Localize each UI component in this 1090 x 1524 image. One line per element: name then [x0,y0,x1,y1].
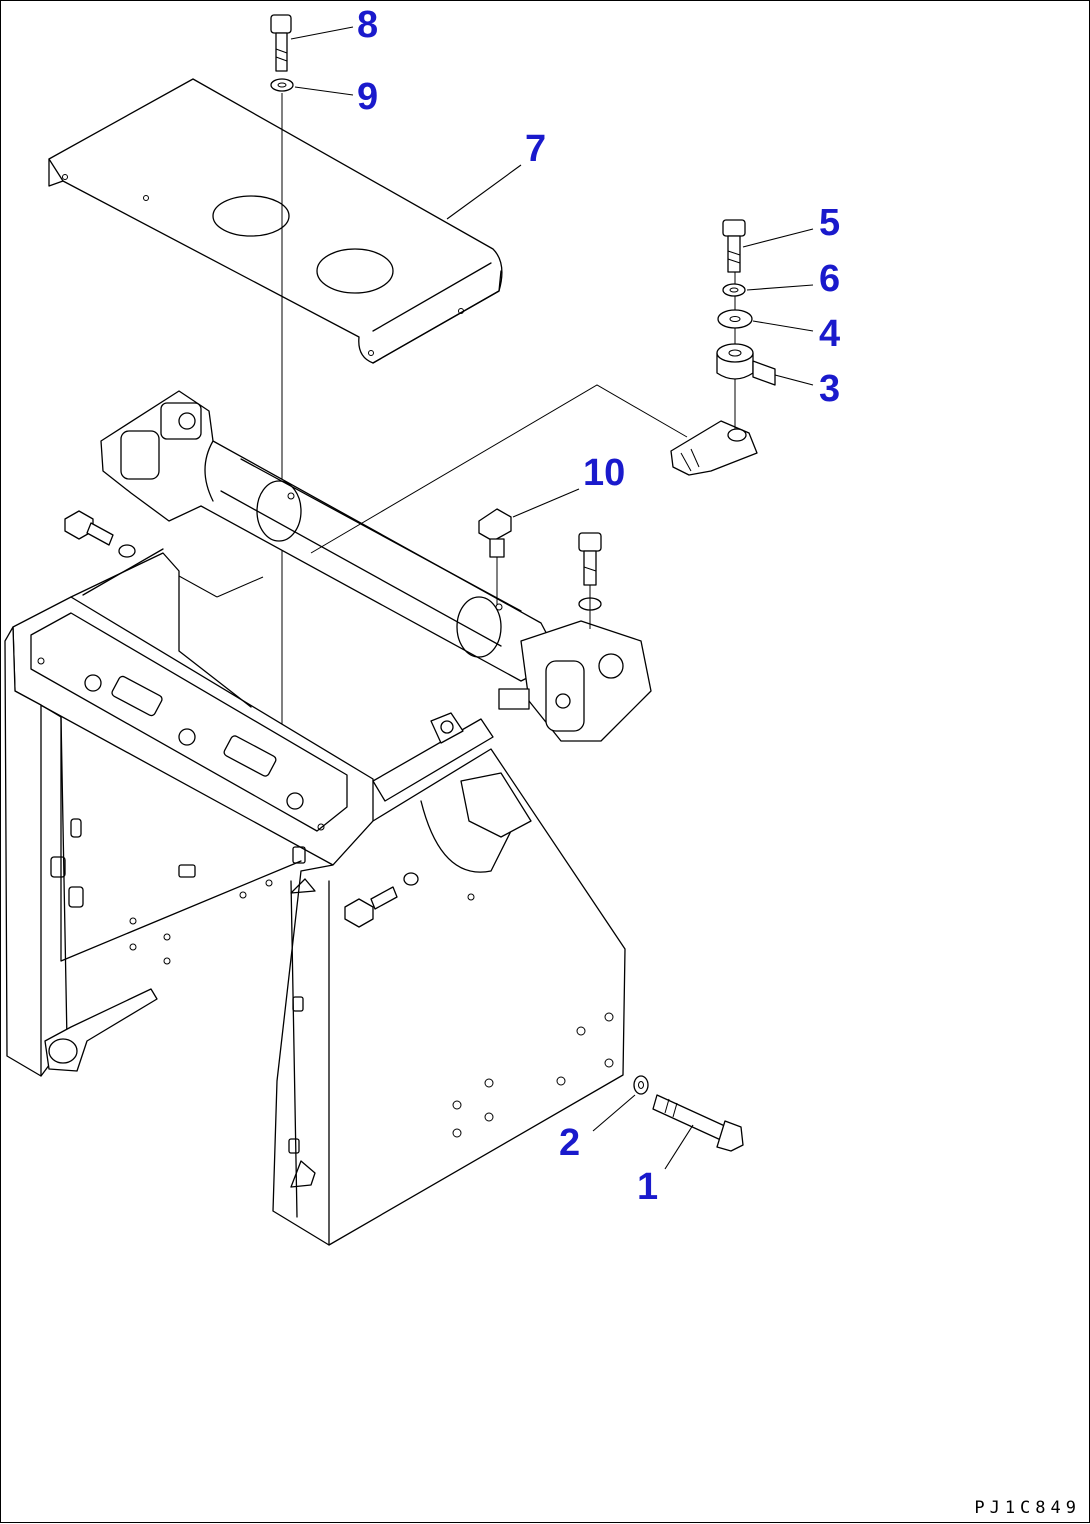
callout-6: 6 [819,258,840,300]
callout-7: 7 [525,128,546,170]
washer-4 [717,309,753,329]
bolt-5 [722,219,746,273]
washer-6 [722,283,746,297]
callout-1: 1 [637,1166,658,1208]
callout-5: 5 [819,202,840,244]
collar-3 [716,343,776,386]
callout-4: 4 [819,313,840,355]
callout-3: 3 [819,368,840,410]
bolt-8 [270,14,292,72]
sensor-10 [478,508,512,605]
washer-2 [633,1075,649,1095]
callout-9: 9 [357,76,378,118]
assembly-line-column [216,576,264,598]
callout-2: 2 [559,1122,580,1164]
assembly-line-column-2 [178,575,218,598]
bracket [670,420,758,476]
callout-10: 10 [583,452,625,494]
cover-plate [48,78,503,364]
leader-lines [290,26,814,1170]
bolt-1 [652,1094,744,1152]
bolt-column [578,532,602,629]
assembly-line-bracket [310,384,688,554]
washer-9 [270,78,294,92]
drawing-code: PJ1C849 [974,1498,1081,1518]
bolt-upper-left [64,510,136,558]
main-frame [4,548,626,1246]
callout-8: 8 [357,4,378,46]
column-assembly [100,390,652,742]
